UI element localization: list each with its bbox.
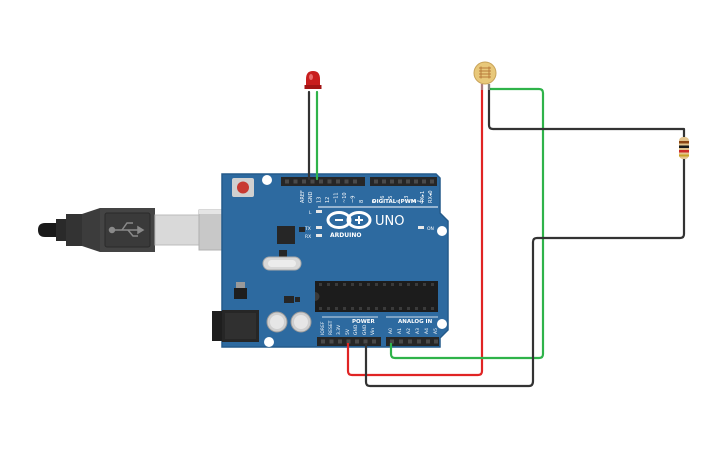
pin-label-10: ~10 <box>342 192 348 203</box>
pin-label-7: 7 <box>372 200 378 203</box>
pin-label-13: 13 <box>317 197 323 203</box>
small-chip <box>284 296 300 303</box>
pin-label-vin: Vin <box>370 328 376 335</box>
pin-label-aref: AREF <box>300 190 306 203</box>
pin-label-a1: A1 <box>397 328 403 334</box>
capacitor <box>290 311 312 333</box>
mounting-hole <box>437 319 447 329</box>
pin-label-a2: A2 <box>406 328 412 334</box>
pin-label-gnd: GND <box>308 191 314 203</box>
pin-label-3: ~3 <box>404 196 410 203</box>
pin-label-2: 2 <box>412 200 418 203</box>
dc-power-jack[interactable] <box>212 310 259 342</box>
usb-symbol-icon <box>108 222 145 237</box>
pin-label-4: 4 <box>396 200 402 203</box>
board-model: UNO <box>375 214 404 229</box>
pin-label-gnd2: GND <box>362 324 368 335</box>
analog-header <box>386 337 439 346</box>
reset-button[interactable] <box>232 178 254 197</box>
pin-label-a5: A5 <box>433 328 439 334</box>
arduino-logo-icon <box>326 211 372 229</box>
digital-header <box>281 177 437 186</box>
pin-label-rx0: RX◂0 <box>428 190 434 203</box>
capacitor <box>266 311 288 333</box>
voltage-regulator <box>234 282 247 299</box>
small-chip <box>299 227 305 232</box>
wire-resistor-gnd[interactable] <box>364 158 686 388</box>
pin-label-a0: A0 <box>388 328 394 334</box>
pin-label-11: ~11 <box>334 192 340 203</box>
resistor-icon[interactable] <box>679 137 689 159</box>
pin-label-12: 12 <box>325 197 331 203</box>
pin-label-5v: 5V <box>345 328 351 335</box>
mounting-hole <box>262 175 272 185</box>
mounting-hole <box>264 337 274 347</box>
analog-label: ANALOG IN <box>398 319 433 325</box>
usb-chip <box>277 226 295 244</box>
microcontroller-chip <box>315 281 438 312</box>
pin-label-ioref: IOREF <box>320 321 326 335</box>
power-header <box>317 337 381 346</box>
pin-label-8: 8 <box>359 200 365 203</box>
pin-label-reset: RESET <box>328 320 334 335</box>
pin-label-9: ~9 <box>351 196 357 203</box>
pin-label-a4: A4 <box>424 328 430 334</box>
pin-label-3v3: 3.3V <box>336 324 342 335</box>
photoresistor-icon[interactable] <box>473 61 497 90</box>
led-label-tx: TX <box>304 226 311 232</box>
digital-header-label: DIGITAL (PWM~) <box>372 199 424 205</box>
crystal-oscillator <box>262 256 302 271</box>
pin-label-tx1: TX▸1 <box>420 191 426 204</box>
small-chip <box>279 250 287 258</box>
wire-photoresistor-resistor[interactable] <box>487 84 686 138</box>
pin-label-a3: A3 <box>415 328 421 334</box>
led-label-on: ON <box>427 226 434 232</box>
mounting-hole <box>437 226 447 236</box>
pin-label-6: ~6 <box>380 196 386 203</box>
wire-photoresistor-5v[interactable] <box>346 84 484 377</box>
pin-label-gnd1: GND <box>353 324 359 335</box>
led-label-l: L <box>309 210 312 216</box>
led-icon[interactable] <box>304 71 322 89</box>
led-label-rx: RX <box>305 234 311 240</box>
board-brand: ARDUINO <box>330 232 361 239</box>
power-label: POWER <box>352 319 376 325</box>
wire-photoresistor-a0[interactable] <box>389 87 545 360</box>
arduino-board[interactable]: AREF GND 13 12 ~11 ~10 ~9 8 7 ~6 ~5 4 ~3… <box>212 173 449 348</box>
pin-label-5: ~5 <box>388 196 394 203</box>
